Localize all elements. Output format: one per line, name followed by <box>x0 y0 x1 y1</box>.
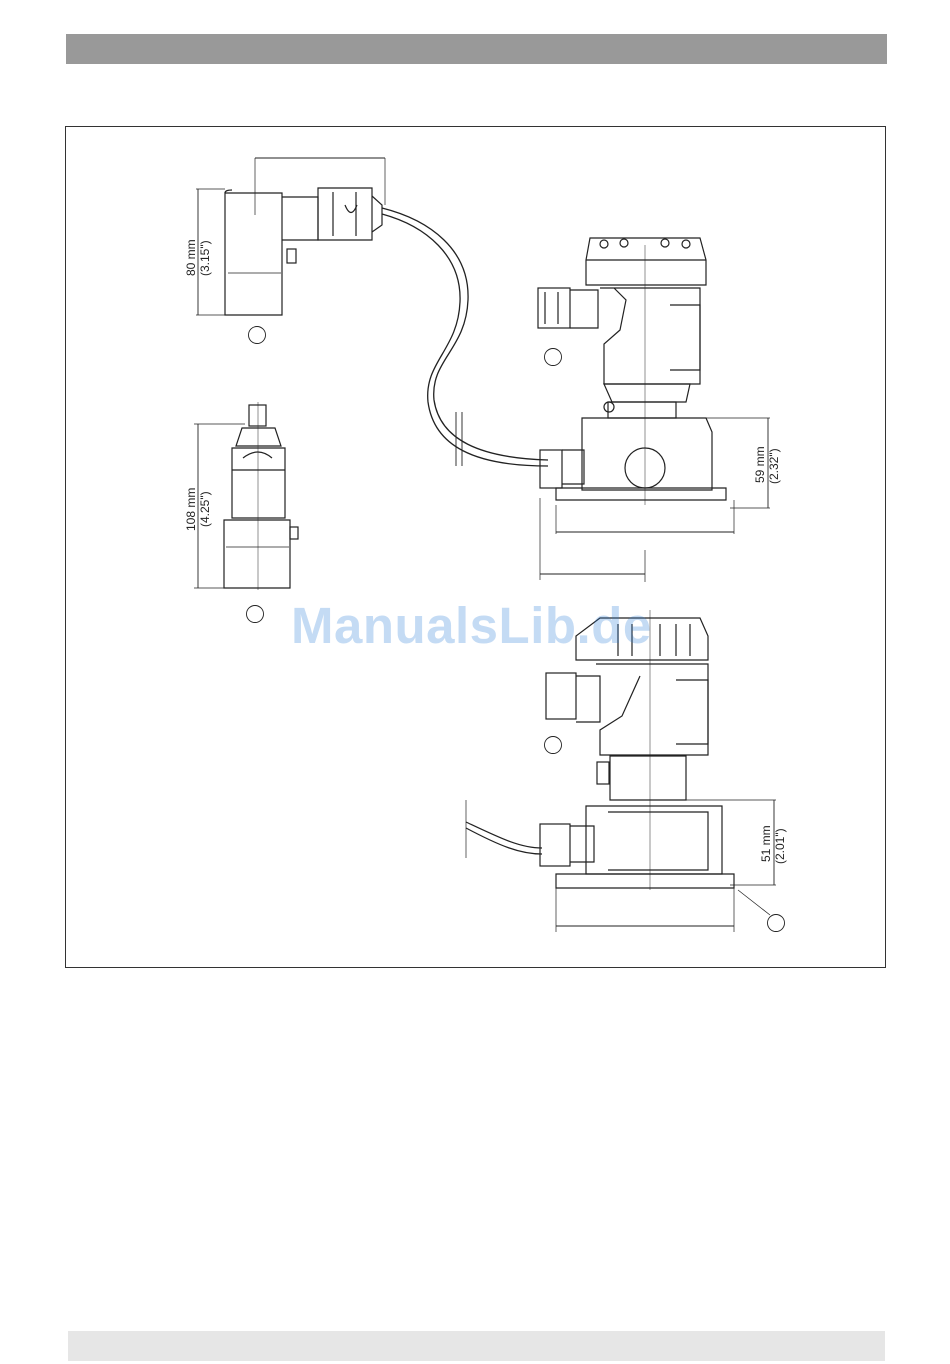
watermark: ManualsLib.de <box>291 596 652 655</box>
dim-51mm-label: 51 mm <box>759 825 773 862</box>
dim-59mm-label: 59 mm <box>753 446 767 483</box>
housing-upper-drawing <box>538 238 770 582</box>
dim-59mm-inch-label: (2.32") <box>767 448 781 484</box>
housing-lower-drawing <box>466 610 785 932</box>
dim-51mm-inch-label: (2.01") <box>773 828 787 864</box>
dim-80mm-label: 80 mm <box>184 239 198 276</box>
sensor-angled-drawing <box>196 158 385 344</box>
dim-108mm-inch-label: (4.25") <box>198 491 212 527</box>
dim-108mm-label: 108 mm <box>184 488 198 531</box>
dim-80mm-inch-label: (3.15") <box>198 240 212 276</box>
